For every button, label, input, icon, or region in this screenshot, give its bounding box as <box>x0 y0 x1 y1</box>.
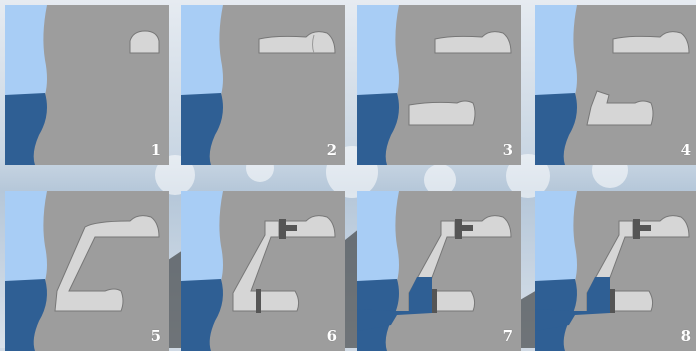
cave-stage-8-diagram <box>535 191 696 351</box>
sky <box>5 5 47 95</box>
sky <box>535 191 577 281</box>
panel-number: 4 <box>681 141 691 159</box>
sky <box>535 5 577 95</box>
panel-3: 3 <box>357 5 521 165</box>
lower-cave <box>409 101 475 125</box>
panel-number: 8 <box>681 327 691 345</box>
lower-wall <box>256 289 261 313</box>
cave-stage-7-diagram <box>357 191 521 351</box>
panel-7: 7 <box>357 191 521 351</box>
panel-number: 6 <box>327 327 337 345</box>
wall-plaque <box>461 225 473 231</box>
sky <box>357 5 399 95</box>
sky <box>181 191 223 281</box>
cave <box>130 31 159 53</box>
panel-5: 5 <box>5 191 169 351</box>
panel-6: 6 <box>181 191 345 351</box>
upper-wall <box>279 219 286 239</box>
panel-number: 7 <box>503 327 513 345</box>
panel-number: 2 <box>327 141 337 159</box>
cave-stage-4-diagram <box>535 5 696 165</box>
panel-number: 3 <box>503 141 513 159</box>
sky <box>181 5 223 95</box>
panel-2: 2 <box>181 5 345 165</box>
sky <box>5 191 47 281</box>
cave-stage-1-diagram <box>5 5 169 165</box>
panel-4: 4 <box>535 5 696 165</box>
wall-plaque <box>285 225 297 231</box>
sky <box>357 191 399 281</box>
panel-1: 1 <box>5 5 169 165</box>
cave-stage-3-diagram <box>357 5 521 165</box>
panel-number: 5 <box>151 327 161 345</box>
lower-wall <box>432 289 437 313</box>
cave-stage-5-diagram <box>5 191 169 351</box>
wall-plaque <box>639 225 651 231</box>
panel-number: 1 <box>151 141 161 159</box>
cave-stage-2-diagram <box>181 5 345 165</box>
lower-wall <box>610 289 615 313</box>
upper-wall <box>633 219 640 239</box>
panel-8: 8 <box>535 191 696 351</box>
upper-wall <box>455 219 462 239</box>
cave-stage-6-diagram <box>181 191 345 351</box>
